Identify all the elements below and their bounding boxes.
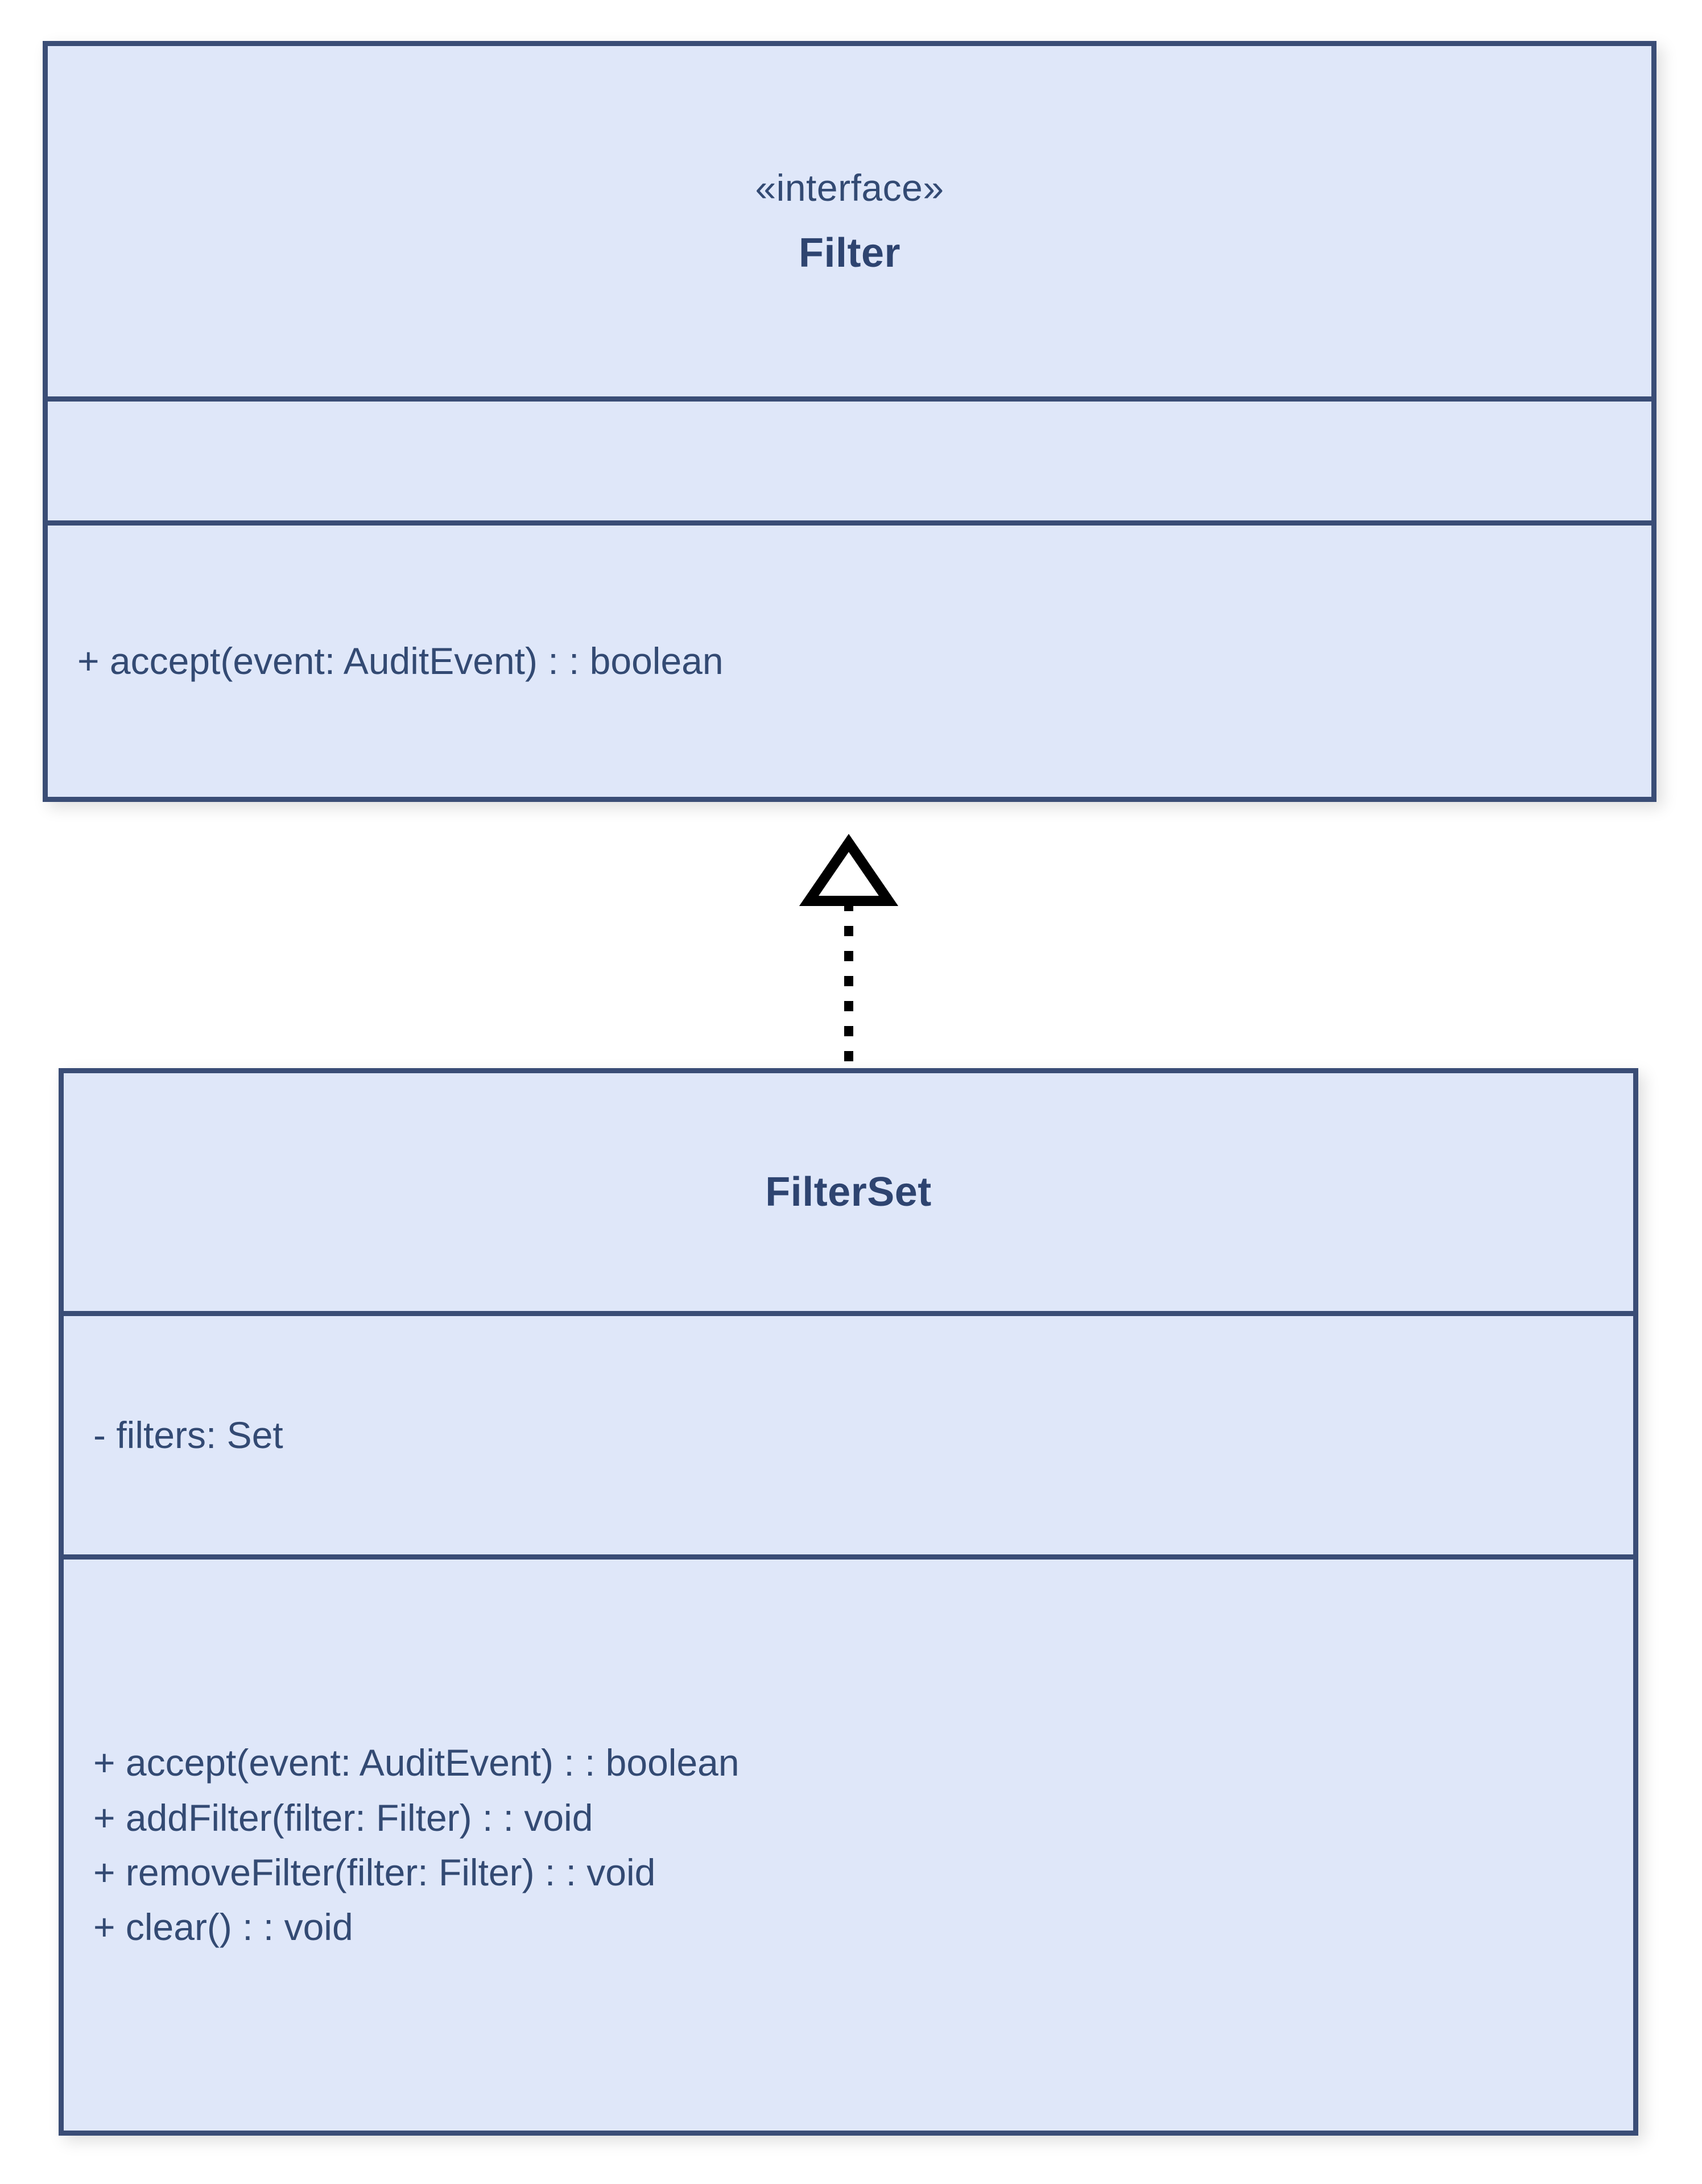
class-header-filterset: FilterSet — [64, 1073, 1633, 1311]
class-box-filter[interactable]: «interface» Filter + accept(event: Audit… — [43, 41, 1656, 802]
operation-item: + clear() : : void — [93, 1906, 353, 1949]
attributes-compartment-filter — [48, 396, 1651, 520]
operations-compartment-filter: + accept(event: AuditEvent) : : boolean — [48, 520, 1651, 797]
operation-item: + addFilter(filter: Filter) : : void — [93, 1796, 593, 1839]
operation-list: + accept(event: AuditEvent) : : boolean … — [64, 1735, 1633, 1955]
operation-item: + accept(event: AuditEvent) : : boolean — [77, 640, 724, 682]
class-box-filterset[interactable]: FilterSet - filters: Set + accept(event:… — [59, 1068, 1638, 2136]
class-name-label: Filter — [798, 230, 901, 276]
stereotype-label: «interface» — [755, 167, 944, 209]
operation-list: + accept(event: AuditEvent) : : boolean — [48, 634, 1651, 688]
operations-compartment-filterset: + accept(event: AuditEvent) : : boolean … — [64, 1554, 1633, 2131]
class-name-label: FilterSet — [765, 1169, 932, 1215]
realization-connector — [799, 834, 899, 1075]
class-header-filter: «interface» Filter — [48, 46, 1651, 396]
operation-item: + accept(event: AuditEvent) : : boolean — [93, 1742, 740, 1784]
operation-item: + removeFilter(filter: Filter) : : void — [93, 1851, 656, 1893]
hollow-triangle-arrowhead-icon — [799, 834, 899, 906]
attribute-list: - filters: Set — [64, 1408, 1633, 1462]
attributes-compartment-filterset: - filters: Set — [64, 1311, 1633, 1554]
attribute-item: - filters: Set — [93, 1414, 283, 1457]
